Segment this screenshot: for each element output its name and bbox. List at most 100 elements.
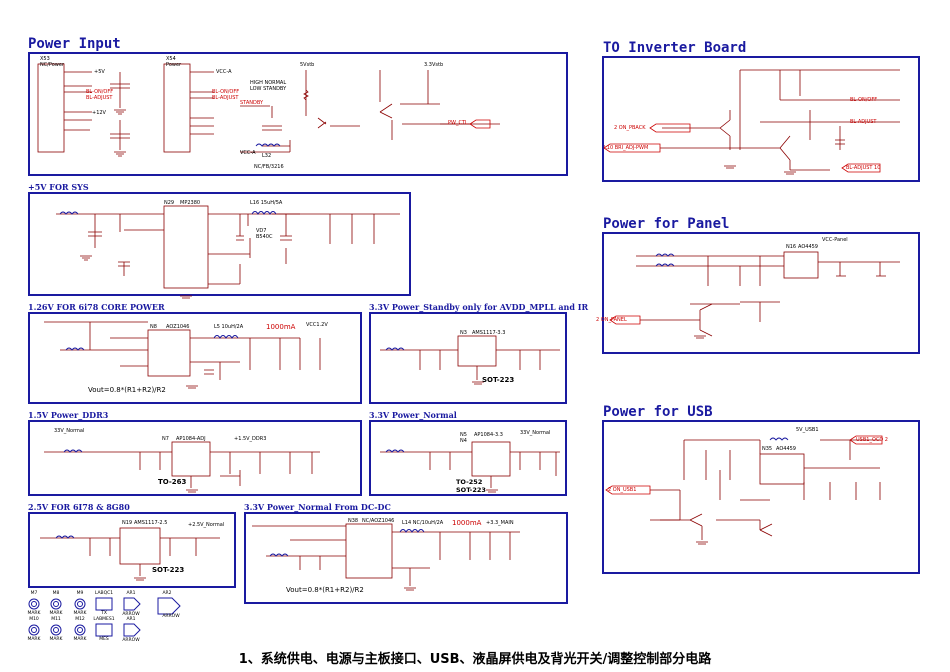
label-fb3216: NC/FB/3216	[254, 164, 284, 170]
mark-text-6: MARK	[73, 637, 87, 642]
mark-text-2: MARK	[49, 611, 63, 616]
label-v25normal: +2.5V_Normal	[188, 522, 225, 528]
mark-m9: M9	[76, 591, 84, 596]
label-standby: STANDBY	[240, 100, 264, 106]
label-ao4459b: AO4459	[776, 446, 796, 452]
label-33vstb: 3.3Vstb	[424, 62, 444, 68]
label-labmes1: LABMES1	[93, 617, 115, 622]
subtitle-core126: 1.26V FOR 6i78 CORE POWER	[28, 302, 165, 312]
dcdc33-box	[244, 512, 568, 604]
label-usb1-ocd: USB1_OCD 2	[856, 437, 888, 443]
label-bl-onoff: BL-ON/OFF	[86, 89, 114, 95]
connector-x54	[163, 63, 191, 153]
label-high-normal: HIGH NORMAL LOW STANDBY	[250, 80, 287, 92]
v25-box	[28, 512, 236, 588]
label-n29: N29	[164, 200, 175, 206]
label-to263: TO-263	[158, 478, 187, 486]
normal33-box	[369, 420, 567, 496]
label-mes: MES	[99, 637, 109, 642]
label-5v-usb1: 5V_USB1	[796, 427, 819, 433]
label-l32: L32	[262, 153, 272, 159]
subtitle-sys5v: +5V FOR SYS	[28, 182, 89, 192]
label-on-usb1: 2 ON_USB1	[608, 487, 637, 493]
label-bl-adjust-10: BL-ADJUST 10	[846, 165, 881, 171]
mark-m8: M8	[52, 591, 60, 596]
label-l16: L16 15uH/5A	[250, 200, 283, 206]
subtitle-normal33: 3.3V Power_Normal	[369, 410, 457, 420]
subtitle-dcdc33: 3.3V Power_Normal From DC-DC	[244, 502, 391, 512]
mark-m10: M10	[29, 617, 39, 622]
figure-caption: 1、系统供电、电源与主板接口、USB、液晶屏供电及背光开关/调整控制部分电路	[238, 652, 712, 667]
arrow-ar2: AR2	[162, 591, 172, 596]
section-title-power-input: Power Input	[28, 36, 121, 52]
label-vcca: VCC-A	[216, 69, 232, 75]
arrow-ar1: AR1	[126, 591, 136, 596]
label-ap1084-33: AP1084-3.3	[474, 432, 503, 438]
section-title-power-usb: Power for USB	[603, 404, 713, 420]
label-v33normal: 33V_Normal	[54, 428, 85, 434]
label-bl-adjust-2: BL-ADJUST	[212, 95, 239, 101]
mark-text-1: MARK	[27, 611, 41, 616]
label-x53: X53 NC/Power	[40, 56, 65, 68]
label-v15ddr: +1.5V_DDR3	[234, 436, 267, 442]
label-pw-ctl: PW_CTL	[448, 120, 468, 126]
mark-text-3: MARK	[73, 611, 87, 616]
label-n5n4: N5 N4	[460, 432, 467, 444]
label-n38: N38	[348, 518, 359, 524]
label-ap1084: AP1084-ADJ	[176, 436, 206, 442]
section-title-to-inverter: TO Inverter Board	[603, 40, 747, 56]
subtitle-ddr15: 1.5V Power_DDR3	[28, 410, 109, 420]
mark-text-5: MARK	[49, 637, 63, 642]
label-mp2380: MP2380	[180, 200, 201, 206]
power-input-box	[28, 52, 568, 176]
label-bl-adjust: BL-ADJUST	[86, 95, 113, 101]
arrow-ar1-b: AR1	[126, 617, 136, 622]
panel-box	[602, 232, 920, 354]
label-v33normal-2: 33V_Normal	[520, 430, 551, 436]
label-v5: +5V	[94, 69, 105, 75]
connector-x53	[37, 63, 65, 153]
label-n7: N7	[162, 436, 169, 442]
subtitle-v25: 2.5V FOR 6I78 & 8G80	[28, 502, 130, 512]
label-n8: N8	[150, 324, 157, 330]
label-n3: N3	[460, 330, 467, 336]
label-l14: L14 NC/10uH/2A	[402, 520, 444, 526]
label-bl-onoff-2: BL-ON/OFF	[212, 89, 240, 95]
mark-m11: M11	[51, 617, 61, 622]
label-tx: TX	[101, 611, 107, 616]
label-ams1117-25: AMS1117-2.5	[134, 520, 168, 526]
label-vout-eq-2: Vout=0.8*(R1+R2)/R2	[286, 586, 364, 594]
arrow-text-3: ARROW	[122, 638, 140, 643]
mark-m12: M12	[75, 617, 85, 622]
label-vcc-panel: VCC-Panel	[822, 237, 848, 243]
usb-box	[602, 420, 920, 574]
label-to252: TO-252 SOT-223	[456, 478, 486, 494]
label-n16: N16	[786, 244, 797, 250]
label-ams1117-33: AMS1117-3.3	[472, 330, 506, 336]
standby33-box	[369, 312, 567, 404]
label-n35: N35	[762, 446, 773, 452]
mark-m7: M7	[30, 591, 38, 596]
label-v33main: +3.3_MAIN	[486, 520, 514, 526]
section-title-power-panel: Power for Panel	[603, 216, 730, 232]
label-sot223-2: SOT-223	[152, 566, 185, 574]
label-vcca-2: VCC-A	[240, 150, 256, 156]
label-on-pback: 2 ON_PBACK	[614, 125, 646, 131]
mark-text-4: MARK	[27, 637, 41, 642]
label-5vstb: 5Vstb	[300, 62, 315, 68]
label-1000ma-2: 1000mA	[452, 519, 482, 527]
label-l5: L5 10uH/2A	[214, 324, 244, 330]
label-on-panel: 2 ON_PANEL	[596, 317, 627, 323]
label-bl-adjust-3: BL-ADJUST	[850, 119, 877, 125]
label-aoz1046b: NC/AOZ1046	[362, 518, 395, 524]
label-labqc1: LABQC1	[94, 591, 114, 596]
label-sot223: SOT-223	[482, 376, 515, 384]
label-vout-eq: Vout=0.8*(R1+R2)/R2	[88, 386, 166, 394]
subtitle-standby33: 3.3V Power_Standby only for AVDD_MPLL an…	[369, 302, 589, 312]
ddr15-box	[28, 420, 362, 496]
sys5v-box	[28, 192, 411, 296]
label-x54: X54 Power	[166, 56, 182, 68]
label-n19: N19	[122, 520, 133, 526]
label-1000ma: 1000mA	[266, 323, 296, 331]
label-vd7: VD7 B540C	[256, 228, 273, 240]
